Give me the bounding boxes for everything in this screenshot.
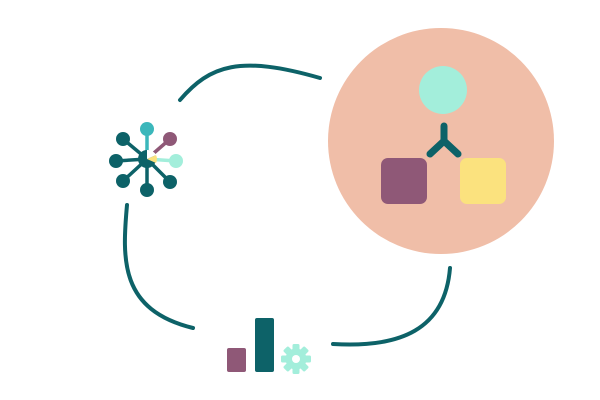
- hierarchy-icon: [381, 66, 506, 204]
- connector-analytics-to-network: [122, 203, 195, 330]
- gear-icon: [281, 344, 311, 374]
- network-hub-icon: [109, 122, 183, 197]
- connector-hierarchy-to-analytics: [331, 266, 452, 347]
- hierarchy-node: [328, 28, 554, 254]
- connector-network-to-hierarchy: [178, 63, 322, 102]
- connectors: [122, 63, 452, 347]
- bar-chart-gear-icon: [227, 318, 311, 374]
